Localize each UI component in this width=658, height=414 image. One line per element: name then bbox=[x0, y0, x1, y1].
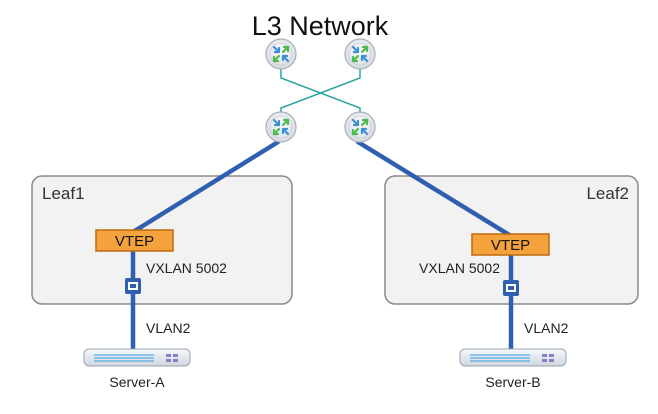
vtep-label: VTEP bbox=[491, 237, 530, 254]
server-icon bbox=[83, 348, 191, 367]
vxlan-label-leaf2: VXLAN 5002 bbox=[419, 260, 500, 276]
router-icon bbox=[264, 110, 298, 144]
leaf2-label: Leaf2 bbox=[586, 184, 629, 203]
port-icon bbox=[503, 280, 519, 296]
uplink-leaf1 bbox=[130, 139, 281, 235]
port-icon bbox=[125, 278, 141, 294]
server-icon bbox=[459, 348, 567, 367]
vlan-label-a: VLAN2 bbox=[146, 320, 191, 336]
server-b-label: Server-B bbox=[485, 374, 540, 390]
diagram-title: L3 Network bbox=[252, 11, 389, 41]
router-icon bbox=[343, 110, 377, 144]
router-icon bbox=[343, 37, 377, 71]
vtep-leaf2: VTEP bbox=[471, 233, 550, 256]
router-icon bbox=[264, 37, 298, 71]
vxlan-label-leaf1: VXLAN 5002 bbox=[146, 260, 227, 276]
vtep-label: VTEP bbox=[115, 233, 154, 250]
leaf1-label: Leaf1 bbox=[42, 184, 85, 203]
spine-crosslinks bbox=[280, 69, 361, 118]
vtep-leaf1: VTEP bbox=[95, 229, 174, 252]
uplink-leaf2 bbox=[355, 139, 514, 239]
vlan-label-b: VLAN2 bbox=[524, 320, 569, 336]
server-a-label: Server-A bbox=[109, 374, 165, 390]
